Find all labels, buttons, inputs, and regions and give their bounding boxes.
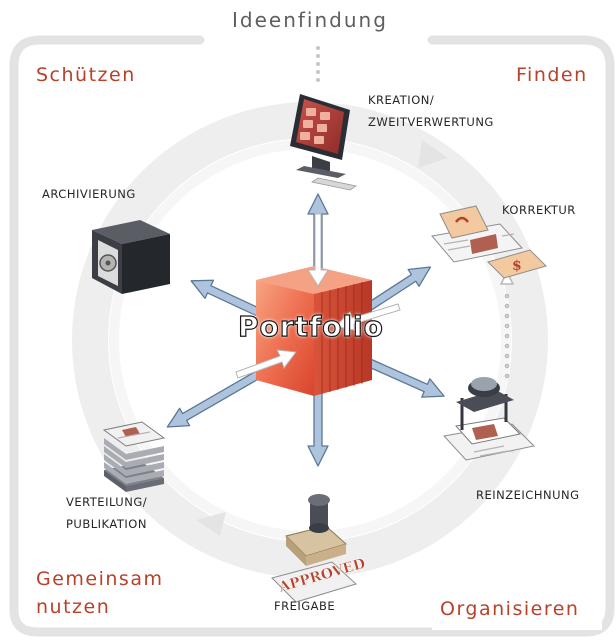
- node-label-verteilung-line2: PUBLIKATION: [66, 517, 147, 531]
- frame-gap-top-right: [504, 58, 602, 94]
- svg-text:$: $: [512, 258, 522, 274]
- portfolio-label: Portfolio: [237, 309, 384, 343]
- node-label-kreation-line1: KREATION/: [368, 93, 435, 107]
- cube-pages: [321, 282, 363, 394]
- node-label-archivierung: ARCHIVIERUNG: [42, 187, 136, 201]
- cube-front: [256, 280, 314, 396]
- outer-frame: [9, 35, 615, 637]
- title-dotted-connector: [316, 46, 320, 82]
- cube-side: [314, 280, 372, 396]
- frame-gap-bottom-left: [26, 562, 186, 626]
- cycle-arrowhead-bottom: [196, 512, 226, 536]
- corner-label-share-line2: nutzen: [36, 596, 111, 618]
- node-label-freigabe: FREIGABE: [274, 599, 336, 613]
- node-label-korrektur: KORREKTUR: [502, 203, 576, 217]
- node-label-verteilung-line1: VERTEILUNG/: [66, 495, 148, 509]
- corner-label-share-line1: Gemeinsam: [36, 568, 164, 590]
- corner-label-protect: Schützen: [36, 64, 136, 86]
- node-label-reinzeichnung: REINZEICHNUNG: [476, 488, 580, 502]
- computer-monitor-icon: [290, 94, 358, 191]
- cycle-arrowhead-top-right: [418, 140, 448, 168]
- corner-label-find: Finden: [516, 64, 588, 86]
- frame-gap-bottom-right: [432, 590, 602, 630]
- inward-arrows: [235, 213, 401, 379]
- inward-arrow-right: [335, 303, 401, 331]
- inward-arrow-left: [235, 349, 297, 379]
- frame-gap-top-left: [26, 58, 148, 94]
- magnifier-loupe-icon: [443, 377, 536, 461]
- corner-label-organize: Organisieren: [440, 598, 580, 620]
- document-stack-icon: [102, 421, 166, 492]
- node-label-kreation-line2: ZWEITVERWERTUNG: [368, 115, 494, 129]
- safe-vault-icon: [92, 220, 170, 294]
- proof-documents-icon: $: [431, 205, 547, 279]
- inward-arrow-top: [307, 213, 329, 287]
- diagram-title: Ideenfindung: [232, 8, 388, 32]
